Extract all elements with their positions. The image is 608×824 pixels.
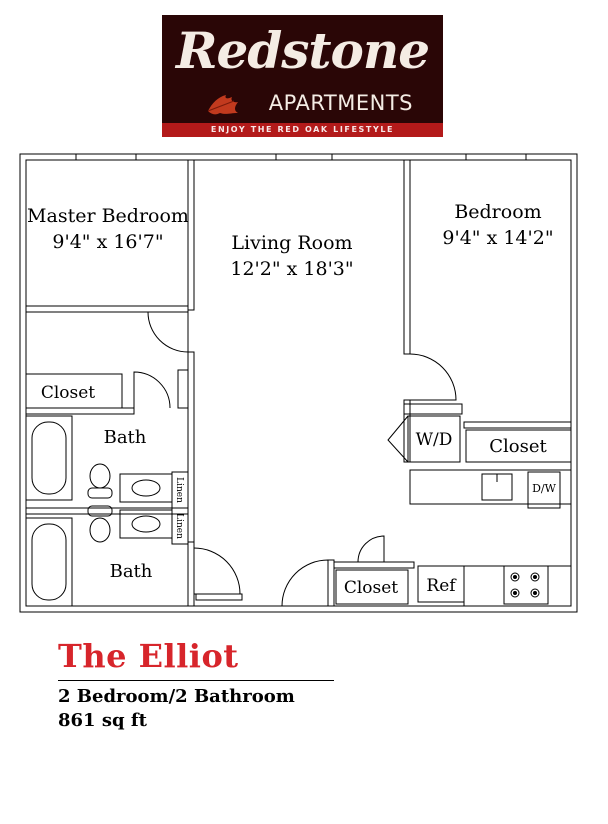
sink — [131, 479, 161, 497]
stove — [503, 565, 549, 605]
living-room-label: Living Room — [231, 232, 352, 254]
vanity — [119, 473, 173, 503]
plan-beds-baths: 2 Bedroom/2 Bathroom — [58, 686, 295, 707]
door-swing — [357, 535, 385, 563]
interior-wall — [403, 159, 411, 355]
plan-title: The Elliot — [58, 637, 239, 675]
toilet-tank — [87, 505, 113, 517]
door-swing — [193, 547, 241, 595]
logo-subtitle: APARTMENTS — [268, 91, 413, 115]
wd-label: W/D — [416, 430, 453, 450]
window — [465, 153, 527, 161]
linen-1-label: Linen — [174, 477, 184, 503]
closet-entry-label: Closet — [344, 578, 398, 598]
closet-bedroom-label: Closet — [489, 436, 547, 457]
bathtub — [25, 415, 73, 501]
bathtub-inner — [31, 421, 67, 495]
plan-area: 861 sq ft — [58, 710, 147, 731]
closet-bedroom-box — [465, 429, 572, 463]
interior-wall — [25, 507, 189, 515]
interior-wall — [403, 403, 463, 415]
dw-label: D/W — [532, 482, 557, 495]
bath-2-label: Bath — [110, 561, 153, 582]
logo-brand-text: Redstone — [175, 21, 430, 80]
interior-wall — [25, 305, 189, 313]
window — [275, 153, 333, 161]
plan-divider — [58, 680, 334, 681]
door-swing — [133, 371, 171, 409]
living-room-dims: 12'2" x 18'3" — [230, 258, 353, 280]
bathtub — [25, 517, 73, 607]
door-swing — [409, 353, 457, 401]
toilet — [89, 463, 111, 489]
entry-door-swing — [281, 559, 329, 607]
wall-segment — [195, 593, 243, 601]
closet-entry-box — [335, 569, 409, 605]
logo-tagline: ENJOY THE RED OAK LIFESTYLE — [162, 123, 443, 137]
washer-door — [387, 415, 409, 463]
interior-wall — [463, 421, 572, 429]
interior-wall — [187, 541, 195, 607]
sink — [131, 515, 161, 533]
interior-wall — [327, 559, 335, 607]
dishwasher — [527, 471, 561, 509]
kitchen-counter — [463, 565, 572, 607]
interior-wall — [177, 369, 189, 409]
bathtub-inner — [31, 523, 67, 601]
interior-wall — [187, 351, 195, 543]
bedroom-label: Bedroom — [454, 201, 541, 223]
linen-closet — [171, 507, 189, 545]
bath-1-label: Bath — [104, 427, 147, 448]
interior-wall — [333, 561, 415, 569]
master-bedroom-label: Master Bedroom — [27, 205, 189, 227]
interior-wall — [25, 407, 135, 415]
washer-dryer — [407, 415, 461, 463]
toilet — [89, 517, 111, 543]
brand-logo: Redstone APARTMENTS ENJOY THE RED OAK LI… — [162, 15, 443, 137]
door-swing — [147, 311, 189, 353]
toilet-tank — [87, 487, 113, 499]
interior-wall — [403, 399, 411, 463]
bedroom-dims: 9'4" x 14'2" — [442, 227, 553, 249]
linen-2-label: Linen — [174, 513, 184, 539]
interior-wall — [187, 159, 195, 311]
master-bedroom-dims: 9'4" x 16'7" — [52, 231, 163, 253]
window — [75, 153, 137, 161]
ref-label: Ref — [426, 576, 457, 596]
oak-leaf-icon — [207, 95, 238, 115]
kitchen-counter — [409, 469, 572, 505]
closet-master-label: Closet — [41, 383, 95, 403]
floor-plan: Master Bedroom 9'4" x 16'7" Living Room … — [19, 153, 578, 613]
